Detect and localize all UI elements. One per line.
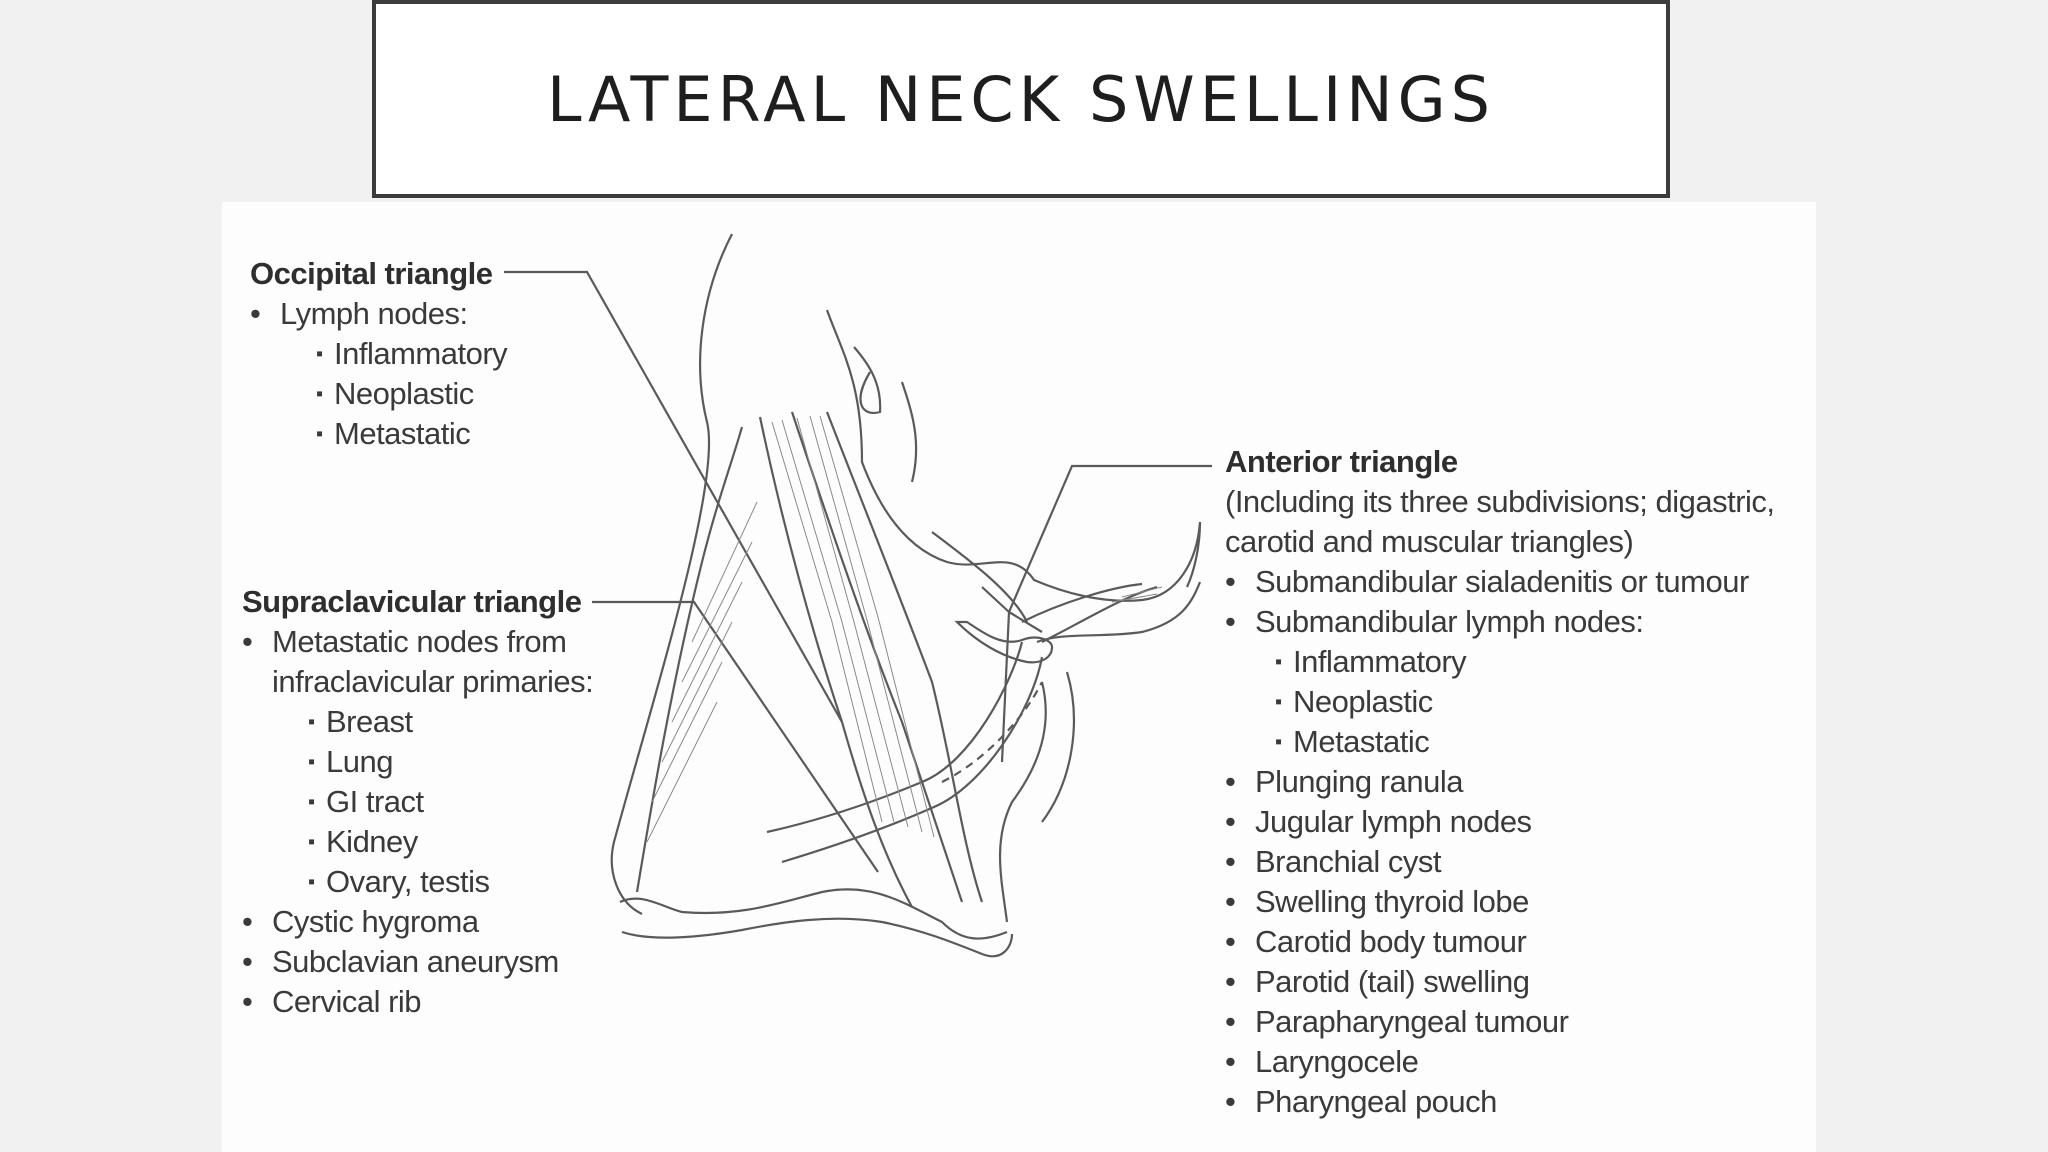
list-item: Swelling thyroid lobe [1225, 882, 1775, 922]
list-item: Subclavian aneurysm [242, 942, 593, 982]
occipital-triangle-block: Occipital triangle Lymph nodes: Inflamma… [250, 254, 508, 454]
supraclavicular-list: Metastatic nodes from infraclavicular pr… [242, 622, 594, 702]
slide-title: LATERAL NECK SWELLINGS [546, 62, 1496, 136]
list-item: Cervical rib [242, 982, 593, 1022]
list-item: GI tract [308, 782, 593, 822]
list-item: Lymph nodes: [250, 294, 507, 334]
title-box: LATERAL NECK SWELLINGS [372, 0, 1670, 198]
list-item: Lung [308, 742, 593, 782]
list-item: Pharyngeal pouch [1225, 1082, 1775, 1122]
anterior-sublist: Inflammatory Neoplastic Metastatic [1275, 642, 1775, 762]
list-item: Jugular lymph nodes [1225, 802, 1775, 842]
list-item: Inflammatory [1275, 642, 1775, 682]
list-item: Ovary, testis [308, 862, 593, 902]
neck-illustration [504, 233, 1212, 958]
list-item: Cystic hygroma [242, 902, 593, 942]
list-item: Submandibular sialadenitis or tumour [1225, 562, 1775, 602]
list-item-line: infraclavicular primaries: [272, 664, 594, 699]
list-item: Metastatic [316, 414, 507, 454]
list-item: Breast [308, 702, 593, 742]
list-item: Neoplastic [316, 374, 507, 414]
list-item-line: Metastatic nodes from [272, 624, 567, 659]
anterior-list: Submandibular sialadenitis or tumour Sub… [1225, 562, 1775, 642]
list-item: Carotid body tumour [1225, 922, 1775, 962]
supraclavicular-sublist: Breast Lung GI tract Kidney Ovary, testi… [308, 702, 593, 902]
anterior-triangle-block: Anterior triangle (Including its three s… [1225, 442, 1775, 1122]
list-item: Kidney [308, 822, 593, 862]
list-item: Metastatic nodes from infraclavicular pr… [242, 622, 594, 702]
diagram-panel: Occipital triangle Lymph nodes: Inflamma… [222, 202, 1816, 1152]
list-item: Metastatic [1275, 722, 1775, 762]
list-item: Branchial cyst [1225, 842, 1775, 882]
list-item: Submandibular lymph nodes: [1225, 602, 1775, 642]
list-item: Neoplastic [1275, 682, 1775, 722]
anterior-list-more: Plunging ranula Jugular lymph nodes Bran… [1225, 762, 1775, 1122]
list-item: Inflammatory [316, 334, 508, 374]
anterior-heading: Anterior triangle [1225, 444, 1458, 479]
list-item: Parotid (tail) swelling [1225, 962, 1775, 1002]
anterior-description-line: carotid and muscular triangles) [1225, 524, 1634, 559]
occipital-heading: Occipital triangle [250, 256, 493, 291]
anterior-description-line: (Including its three subdivisions; digas… [1225, 484, 1775, 519]
supraclavicular-list-more: Cystic hygroma Subclavian aneurysm Cervi… [242, 902, 593, 1022]
list-item: Laryngocele [1225, 1042, 1775, 1082]
supraclavicular-triangle-block: Supraclavicular triangle Metastatic node… [242, 582, 594, 1022]
occipital-list: Lymph nodes: [250, 294, 507, 334]
list-item: Parapharyngeal tumour [1225, 1002, 1775, 1042]
list-item: Plunging ranula [1225, 762, 1775, 802]
occipital-sublist: Inflammatory Neoplastic Metastatic [316, 334, 508, 454]
supraclavicular-heading: Supraclavicular triangle [242, 584, 582, 619]
